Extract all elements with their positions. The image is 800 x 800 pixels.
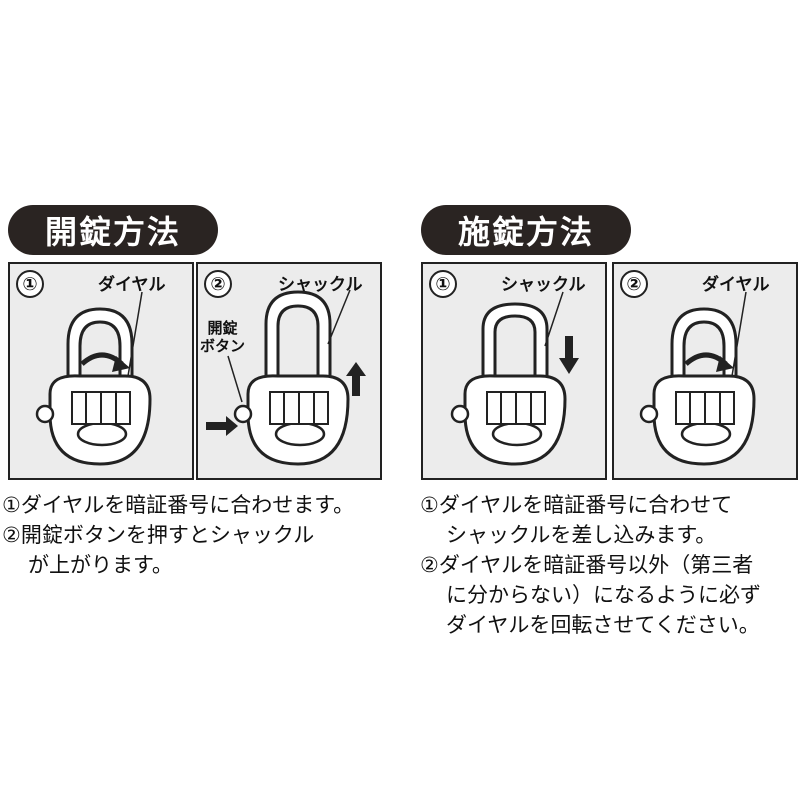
padlock-icon bbox=[423, 264, 609, 482]
lock-step-2-panel: ② ダイヤル bbox=[612, 262, 798, 480]
lock-method-title: 施錠方法 bbox=[421, 205, 631, 255]
instruction-line: ダイヤルを回転させてください。 bbox=[420, 610, 761, 640]
instruction-line: ①ダイヤルを暗証番号に合わせて bbox=[420, 490, 761, 520]
padlock-icon bbox=[614, 264, 800, 482]
instruction-line: シャックルを差し込みます。 bbox=[420, 520, 761, 550]
lock-instructions: ①ダイヤルを暗証番号に合わせて シャックルを差し込みます。 ②ダイヤルを暗証番号… bbox=[420, 490, 761, 640]
unlock-method-title: 開錠方法 bbox=[8, 205, 218, 255]
instruction-line: が上がります。 bbox=[2, 550, 354, 580]
instruction-line: ②ダイヤルを暗証番号以外（第三者 bbox=[420, 550, 761, 580]
unlock-instructions: ①ダイヤルを暗証番号に合わせます。 ②開錠ボタンを押すとシャックル が上がります… bbox=[2, 490, 354, 580]
padlock-icon bbox=[198, 264, 384, 482]
instruction-line: ①ダイヤルを暗証番号に合わせます。 bbox=[2, 490, 354, 520]
unlock-step-1-panel: ① ダイヤル bbox=[8, 262, 194, 480]
lock-step-1-panel: ① シャックル bbox=[421, 262, 607, 480]
unlock-step-2-panel: ② シャックル 開錠 ボタン bbox=[196, 262, 382, 480]
instruction-line: に分からない）になるように必ず bbox=[420, 580, 761, 610]
padlock-icon bbox=[10, 264, 196, 482]
instruction-line: ②開錠ボタンを押すとシャックル bbox=[2, 520, 354, 550]
